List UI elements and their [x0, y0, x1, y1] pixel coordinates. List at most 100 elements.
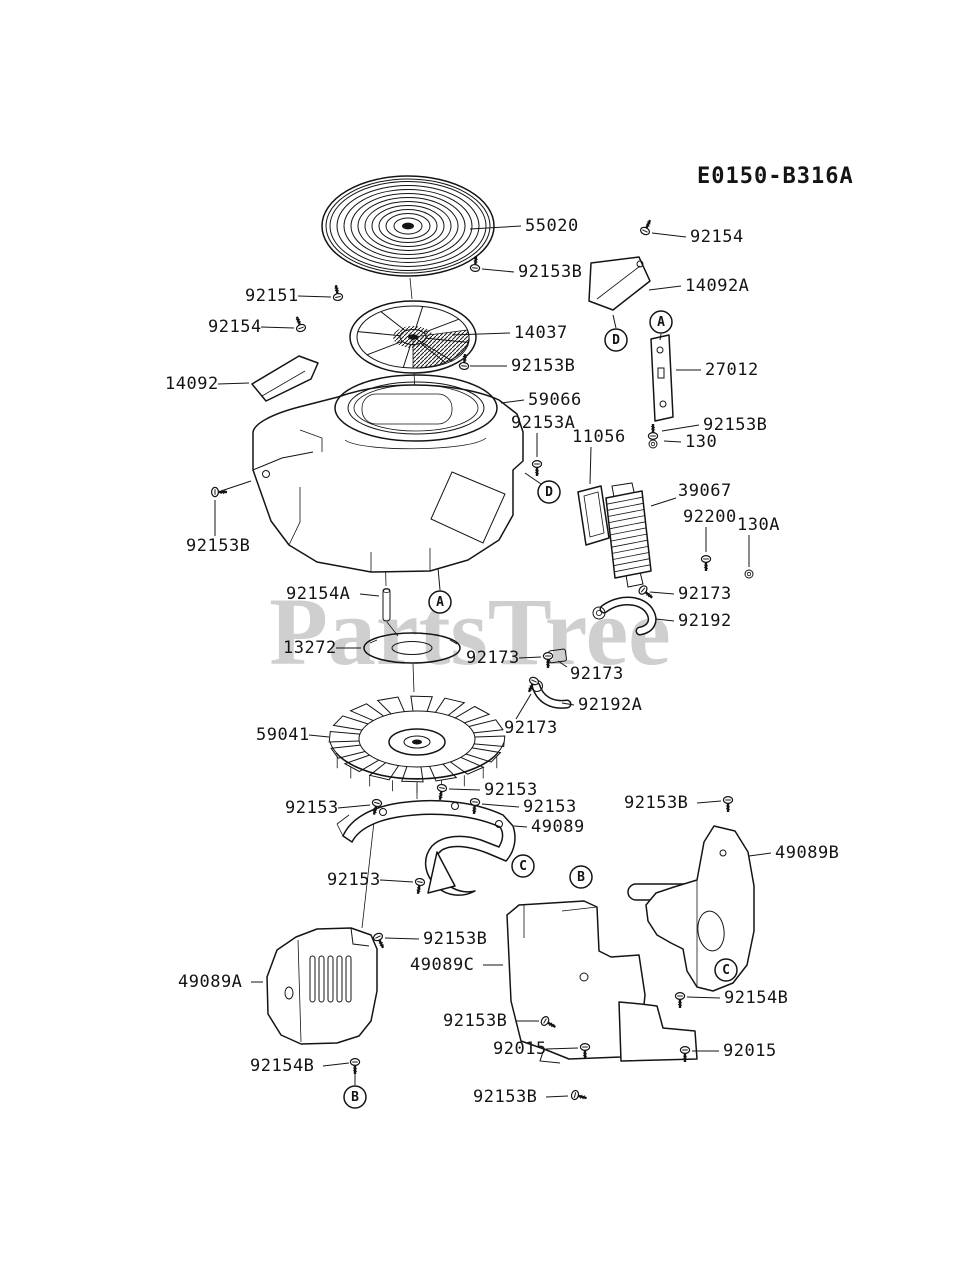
cover-49089b — [627, 825, 755, 992]
leader-line — [481, 268, 515, 273]
part-label: 49089C — [410, 955, 474, 975]
part-label: 92153B — [703, 415, 767, 435]
cover-49089a — [266, 927, 378, 1045]
part-label: 49089A — [178, 972, 242, 992]
screen-55020 — [321, 175, 495, 277]
leader-line — [481, 803, 520, 808]
part-label: 27012 — [705, 360, 759, 380]
callout-leader-line — [612, 314, 617, 329]
leader-line — [297, 295, 332, 298]
leader-line — [655, 618, 675, 622]
leader-line — [359, 593, 380, 597]
part-label: 92015 — [493, 1039, 547, 1059]
part-label: 92154 — [690, 227, 744, 247]
callout-leader-line — [659, 333, 662, 341]
leader-line — [322, 1062, 350, 1067]
part-label: 92153B — [518, 262, 582, 282]
leader-line — [545, 1047, 579, 1050]
part-label: 49089B — [775, 843, 839, 863]
fan-14037 — [349, 300, 477, 374]
washer-icon — [650, 441, 656, 447]
part-label: 55020 — [525, 216, 579, 236]
leader-line — [469, 225, 522, 230]
part-label: 92173 — [678, 584, 732, 604]
leader-line — [515, 693, 532, 720]
leader-line — [337, 804, 371, 809]
leader-line — [220, 480, 252, 492]
plate-14092a — [588, 256, 651, 311]
part-label: 39067 — [678, 481, 732, 501]
part-label: 14092 — [165, 374, 219, 394]
part-label: 92153 — [523, 797, 577, 817]
washer-icon — [746, 571, 752, 577]
part-label: 92153B — [511, 356, 575, 376]
callout-leader-line — [524, 472, 542, 485]
part-label: 11056 — [572, 427, 626, 447]
part-label: 92173 — [504, 718, 558, 738]
part-label: 92153B — [624, 793, 688, 813]
part-label: 92153B — [473, 1087, 537, 1107]
part-label: 14037 — [514, 323, 568, 343]
part-label: 92153B — [443, 1011, 507, 1031]
gasket-11056 — [577, 485, 610, 546]
part-label: 92173 — [466, 648, 520, 668]
callout-letter: D — [612, 333, 620, 348]
bracket-27012 — [650, 334, 674, 422]
part-label: 92153B — [423, 929, 487, 949]
leader-line — [748, 852, 772, 857]
leader-line — [518, 656, 542, 659]
callout-letter: D — [545, 485, 553, 500]
part-label: 59041 — [256, 725, 310, 745]
flywheel-59041 — [328, 695, 506, 793]
leader-line — [379, 879, 414, 883]
leader-line — [500, 399, 525, 404]
leader-line — [650, 497, 677, 507]
diagram-id: E0150-B316A — [697, 164, 854, 189]
leader-line — [513, 825, 528, 828]
callout-letter: A — [657, 315, 665, 330]
leader-line — [217, 382, 250, 385]
plate-14092 — [251, 355, 319, 402]
callout-letter: B — [577, 870, 585, 885]
callout-circle — [604, 328, 628, 352]
callout-letter: C — [722, 963, 730, 978]
callout-circle — [714, 958, 738, 982]
leader-line — [651, 232, 687, 238]
leader-line — [661, 424, 700, 432]
hose-92192 — [592, 596, 657, 636]
bracket-49089 — [336, 799, 516, 896]
part-label: 92153 — [484, 780, 538, 800]
part-label: 92154 — [208, 317, 262, 337]
leader-line — [663, 440, 682, 443]
callout-letter: B — [351, 1090, 359, 1105]
oil-cooler-39067 — [605, 482, 652, 588]
leader-line — [686, 996, 721, 999]
leader-line — [308, 734, 330, 738]
part-label: 92154B — [250, 1056, 314, 1076]
leader-line — [589, 446, 592, 485]
leader-line — [561, 702, 575, 706]
washer-icon — [744, 569, 754, 579]
part-label: 130A — [737, 515, 780, 535]
part-label: 130 — [685, 432, 717, 452]
part-label: 92153 — [285, 798, 339, 818]
leader-line — [384, 937, 420, 940]
part-label: 92154B — [724, 988, 788, 1008]
leader-line — [557, 660, 568, 668]
part-label: 92200 — [683, 507, 737, 527]
callout-circle — [428, 590, 452, 614]
callout-leader-line — [437, 567, 441, 591]
pin-92154a — [382, 588, 391, 622]
part-label: 92153 — [327, 870, 381, 890]
part-label: 49089 — [531, 817, 585, 837]
leader-line — [649, 591, 675, 595]
leader-line — [451, 332, 511, 336]
plate-13272 — [363, 632, 461, 664]
part-label: 92154A — [286, 584, 350, 604]
callout-letter: A — [436, 595, 444, 610]
